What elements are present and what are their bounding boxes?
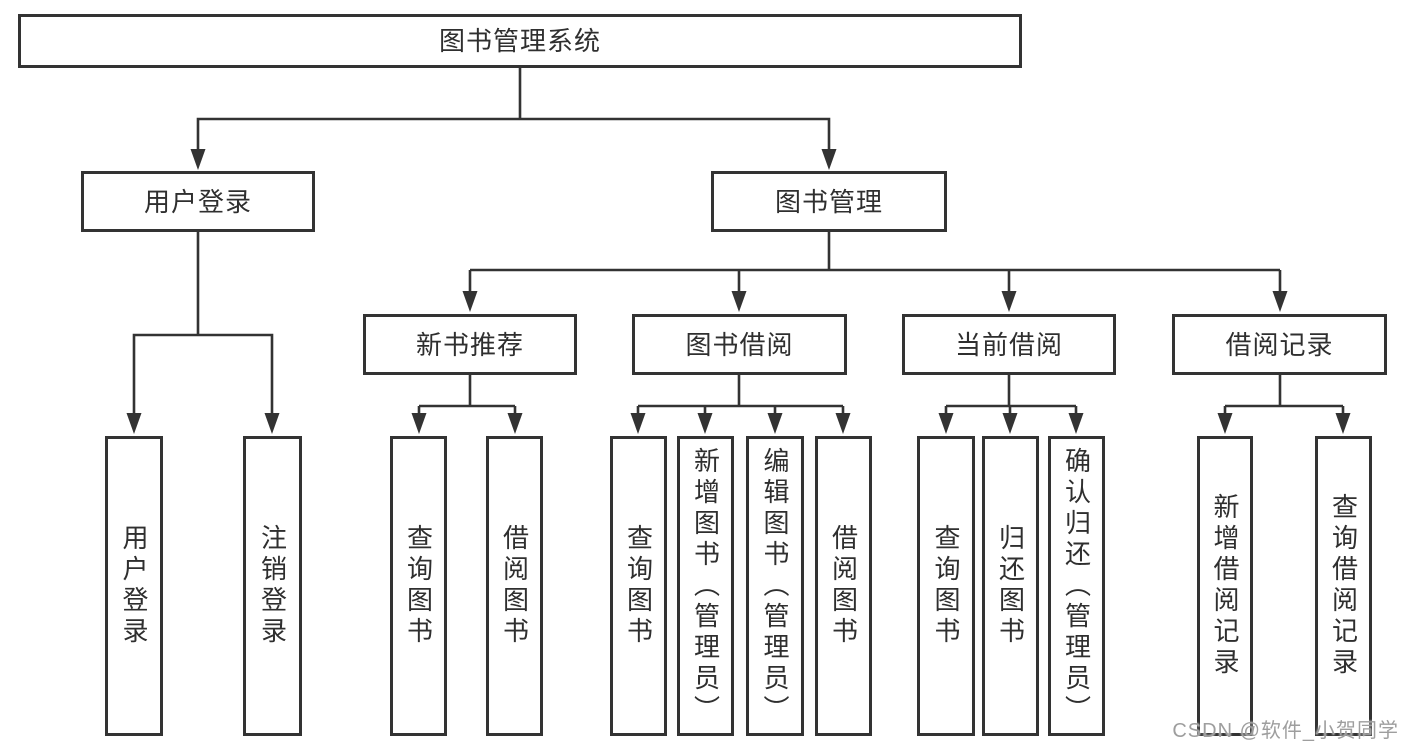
node-logout-label: 注销登录 — [257, 524, 288, 648]
arrowhead — [835, 413, 851, 434]
connector-borrow-records-to-leaves — [1217, 375, 1351, 434]
arrowhead — [190, 149, 206, 170]
node-borrow-books-2-label: 借阅图书 — [828, 524, 859, 648]
arrowhead — [821, 149, 837, 170]
node-query-books-3: 查询图书 — [917, 436, 975, 736]
node-return-books: 归还图书 — [982, 436, 1039, 736]
node-query-books-1-label: 查询图书 — [403, 524, 434, 648]
arrowhead — [1272, 291, 1288, 312]
csdn-watermark: CSDN @软件_小贺同学 — [1172, 720, 1399, 742]
node-query-borrow-record: 查询借阅记录 — [1315, 436, 1372, 736]
node-current-borrow: 当前借阅 — [902, 314, 1116, 375]
node-new-book-rec: 新书推荐 — [363, 314, 577, 375]
connector-book-mgmt-to-level3 — [462, 232, 1288, 312]
arrowhead — [1217, 413, 1233, 434]
node-user-login-group: 用户登录 — [81, 171, 315, 232]
arrowhead — [264, 413, 280, 434]
node-edit-books-label: 编辑图书（管理员） — [760, 446, 790, 726]
node-user-login: 用户登录 — [105, 436, 163, 736]
node-borrow-books-1-label: 借阅图书 — [499, 524, 530, 648]
node-query-borrow-record-label: 查询借阅记录 — [1328, 493, 1359, 679]
node-current-borrow-label: 当前借阅 — [954, 329, 1063, 360]
node-add-books: 新增图书（管理员） — [677, 436, 734, 736]
arrowhead — [507, 413, 523, 434]
node-borrow-books-1: 借阅图书 — [486, 436, 543, 736]
node-confirm-return: 确认归还（管理员） — [1048, 436, 1105, 736]
node-book-mgmt-label: 图书管理 — [774, 186, 883, 217]
node-root: 图书管理系统 — [18, 14, 1022, 68]
node-query-books-1: 查询图书 — [390, 436, 447, 736]
node-borrow-records: 借阅记录 — [1172, 314, 1387, 375]
arrowhead — [411, 413, 427, 434]
arrowhead — [1002, 413, 1018, 434]
node-edit-books: 编辑图书（管理员） — [746, 436, 804, 736]
connector-new-book-rec-to-leaves — [411, 375, 523, 434]
node-borrow-records-label: 借阅记录 — [1225, 329, 1334, 360]
arrowhead — [938, 413, 954, 434]
node-query-books-2-label: 查询图书 — [623, 524, 654, 648]
node-user-login-group-label: 用户登录 — [143, 186, 252, 217]
node-user-login-label: 用户登录 — [119, 524, 149, 648]
arrowhead — [767, 413, 783, 434]
connector-root-to-level2 — [190, 68, 837, 170]
node-book-borrow: 图书借阅 — [632, 314, 847, 375]
arrowhead — [1001, 291, 1017, 312]
node-book-mgmt: 图书管理 — [711, 171, 947, 232]
node-confirm-return-label: 确认归还（管理员） — [1061, 446, 1092, 726]
node-root-label: 图书管理系统 — [438, 26, 601, 56]
node-new-book-rec-label: 新书推荐 — [415, 329, 524, 360]
connector-user-login-to-leaves — [126, 232, 280, 434]
arrowhead — [630, 413, 646, 434]
node-logout: 注销登录 — [243, 436, 302, 736]
connector-current-borrow-to-leaves — [938, 375, 1084, 434]
node-add-borrow-record: 新增借阅记录 — [1197, 436, 1253, 736]
node-query-books-3-label: 查询图书 — [931, 524, 961, 648]
arrowhead — [1335, 413, 1351, 434]
arrowhead — [731, 291, 747, 312]
node-add-books-label: 新增图书（管理员） — [690, 446, 721, 726]
node-query-books-2: 查询图书 — [610, 436, 667, 736]
node-add-borrow-record-label: 新增借阅记录 — [1210, 493, 1240, 679]
arrowhead — [126, 413, 142, 434]
node-borrow-books-2: 借阅图书 — [815, 436, 872, 736]
arrowhead — [1068, 413, 1084, 434]
node-return-books-label: 归还图书 — [995, 524, 1026, 648]
arrowhead — [462, 291, 478, 312]
connector-book-borrow-to-leaves — [630, 375, 851, 434]
arrowhead — [697, 413, 713, 434]
node-book-borrow-label: 图书借阅 — [685, 329, 794, 360]
